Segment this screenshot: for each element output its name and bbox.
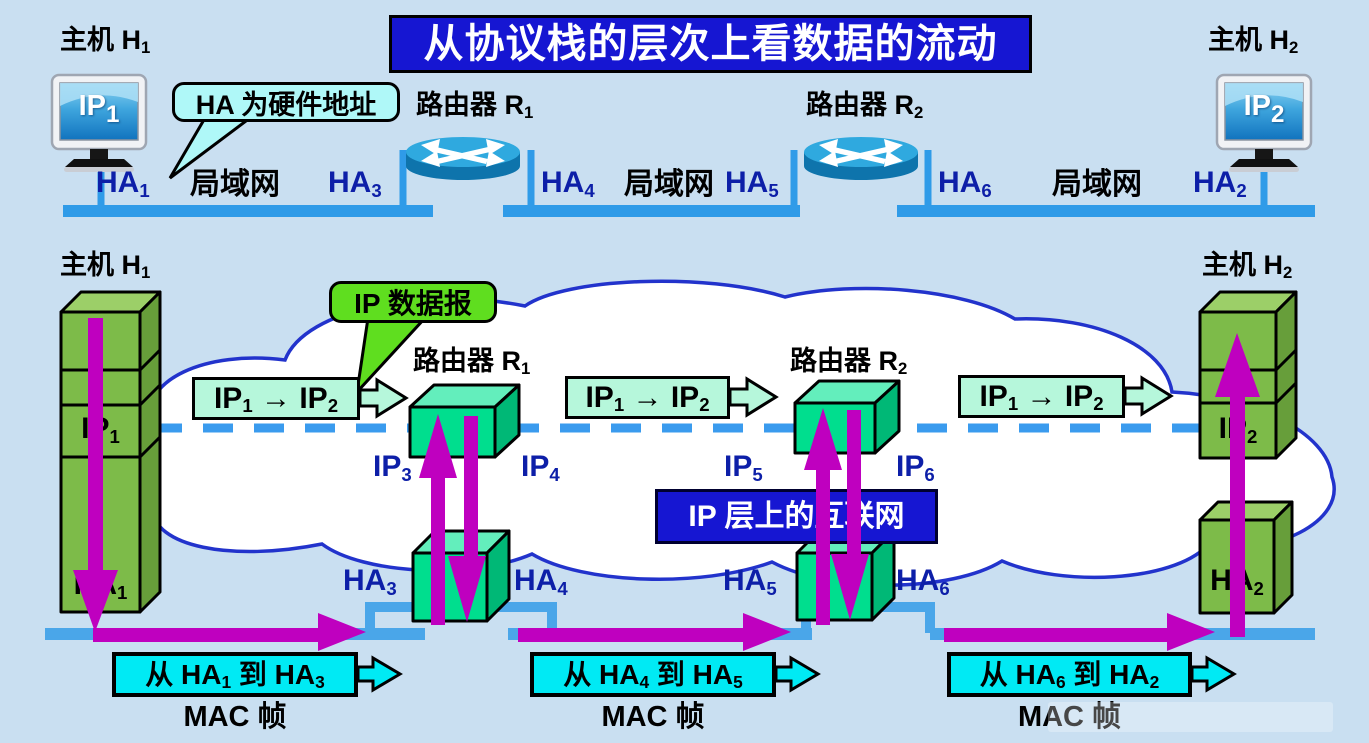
lan-label-1: 局域网: [190, 168, 280, 201]
mac-frame-flow-arrow-3: [944, 613, 1215, 651]
mac-frame-box-1: 从 HA1 到 HA3: [112, 652, 358, 697]
ip-layer-banner: IP 层上的互联网: [655, 489, 938, 544]
router2-label-bottom: 路由器 R2: [790, 346, 908, 379]
mac-frame-flow-arrow-2: [518, 613, 791, 651]
page-title: 从协议栈的层次上看数据的流动: [389, 15, 1032, 73]
lan-label-2: 局域网: [624, 168, 714, 201]
ip-packet-box-1: IP1 → IP2: [192, 377, 360, 420]
host2-label-bottom: 主机 H2: [1202, 250, 1293, 283]
host1-screen-ip-label: IP1: [78, 90, 120, 128]
router2-label-top: 路由器 R2: [806, 90, 924, 123]
ha3-label-top: HA3: [328, 166, 382, 201]
network-connectors-top: [97, 150, 1268, 215]
ha6-label-top: HA6: [938, 166, 992, 201]
host2-screen-ip-label: IP2: [1243, 90, 1285, 128]
ha-callout: HA 为硬件地址: [172, 82, 400, 122]
lan-label-3: 局域网: [1052, 168, 1142, 201]
ha3-label-bottom: HA3: [343, 564, 397, 599]
ip6-label: IP6: [896, 450, 935, 485]
mac-frame-box-3: 从 HA6 到 HA2: [947, 652, 1192, 697]
router2-down-arrow: [831, 410, 869, 620]
router2-ip-layer-cube: [793, 379, 901, 455]
ip-packet-box-2: IP1 → IP2: [565, 376, 730, 419]
mac-frame-flow-arrow-1: [93, 613, 366, 651]
ip3-label: IP3: [373, 450, 412, 485]
lan-bar-top-1: [63, 205, 433, 217]
router1-down-arrow: [448, 416, 486, 622]
ha5-label-top: HA5: [725, 166, 779, 201]
host1-down-arrow: [73, 318, 118, 632]
mac-frame-caption-1: MAC 帧: [183, 701, 287, 733]
network-connectors-bottom: [365, 601, 935, 633]
lan-bar-top-2: [503, 205, 800, 217]
host2-label-top: 主机 H2: [1208, 25, 1299, 58]
router1-ip-layer-cube: [408, 383, 521, 459]
router2-up-arrow: [804, 408, 842, 625]
ha4-label-top: HA4: [541, 166, 595, 201]
host2-up-arrow: [1215, 333, 1260, 637]
ip-datagram-callout: IP 数据报: [329, 281, 497, 323]
router1-label-bottom: 路由器 R1: [413, 346, 531, 379]
ip4-label: IP4: [521, 450, 560, 485]
lan-bar-top-3: [897, 205, 1315, 217]
ha1-label-top: HA1: [96, 166, 150, 201]
router1-up-arrow: [419, 414, 457, 625]
router1-label-top: 路由器 R1: [416, 90, 534, 123]
host1-label-top: 主机 H1: [60, 25, 151, 58]
ha4-label-bottom: HA4: [514, 564, 568, 599]
ha6-label-bottom: HA6: [896, 564, 950, 599]
ip5-label: IP5: [724, 450, 763, 485]
host1-label-bottom: 主机 H1: [60, 250, 151, 283]
ip-packet-box-3: IP1 → IP2: [958, 375, 1125, 418]
mac-frame-caption-2: MAC 帧: [601, 701, 705, 733]
mac-frame-box-2: 从 HA4 到 HA5: [530, 652, 776, 697]
ha2-label-top: HA2: [1193, 166, 1247, 201]
watermark: [1048, 702, 1333, 732]
host2-protocol-stack-upper: [1198, 290, 1298, 460]
ha5-label-bottom: HA5: [723, 564, 777, 599]
mac-frame-caption-3: MAC 帧: [1017, 701, 1122, 733]
